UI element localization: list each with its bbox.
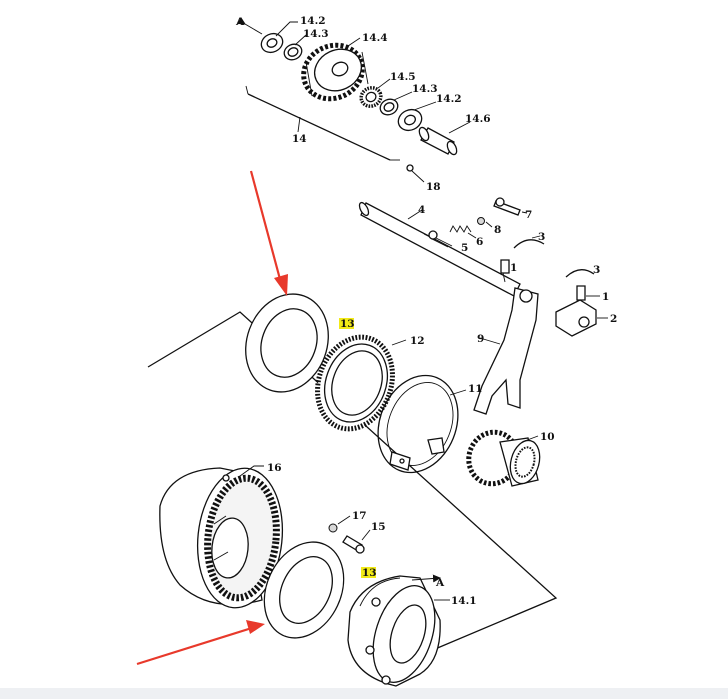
shift-rod-assembly [358,164,608,415]
label-9: 9 [477,333,484,345]
label-14-2-top: 14.2 [300,15,326,27]
needle-bearing-14-5 [359,86,383,108]
bottom-scroll-strip [0,688,728,699]
snap-ring-11 [377,374,467,474]
clutch-pack-upper [147,293,558,653]
label-1-upper: 1 [510,262,517,274]
gear-hub-10 [466,429,541,487]
label-13-upper: 13 [340,318,355,330]
label-17: 17 [352,510,367,522]
idler-gear-assembly [236,17,471,161]
label-14-1: 14.1 [451,595,477,607]
label-14-5: 14.5 [390,71,416,83]
label-a-top: A [235,16,245,28]
label-3-lower: 3 [593,264,600,276]
housing-14-1 [347,575,450,687]
label-4: 4 [418,204,425,216]
label-12: 12 [410,335,425,347]
highlight-13-lower [361,567,376,578]
annotation-arrow-upper [249,170,288,296]
label-2: 2 [610,313,617,325]
toothed-plate-12 [315,334,407,432]
label-16: 16 [267,462,282,474]
label-5: 5 [461,242,468,254]
annotation-arrow-lower [136,620,265,666]
clutch-pack-lower [159,465,450,687]
friction-plate-13-lower [263,541,345,639]
washer-14-2-top [260,32,284,54]
thrust-washer-14-3-top [283,43,303,61]
label-14-6: 14.6 [465,113,491,125]
label-14-3-mid: 14.3 [412,83,438,95]
label-15: 15 [371,521,386,533]
washer-14-2-mid [397,108,423,132]
label-a-bottom: A [435,577,445,589]
label-3-upper: 3 [538,231,545,243]
highlight-13-upper [339,318,354,329]
clutch-drum-16 [159,465,284,609]
label-11: 11 [468,383,483,395]
label-14-3-top: 14.3 [303,28,329,40]
thrust-washer-14-3-mid [379,98,399,116]
label-14-4: 14.4 [362,32,388,44]
label-18: 18 [426,181,441,193]
label-13-lower: 13 [362,567,377,579]
label-7: 7 [525,209,532,221]
label-8: 8 [494,224,501,236]
label-14-2-mid: 14.2 [436,93,462,105]
label-1-lower: 1 [602,291,609,303]
friction-plate-13-upper [245,293,329,393]
shaft-14-6 [418,126,458,156]
gear-14-4 [301,42,369,102]
label-6: 6 [476,236,483,248]
label-10: 10 [540,431,555,443]
label-14: 14 [292,133,307,145]
